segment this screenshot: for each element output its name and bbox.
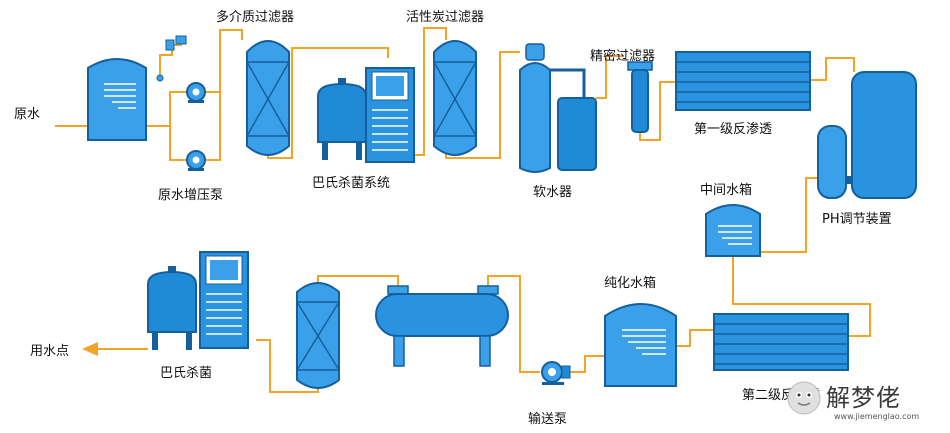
transfer-pump	[541, 361, 571, 385]
raw-water-pump-bottom	[186, 150, 206, 171]
precision-filter	[627, 61, 653, 133]
heat-exchanger	[375, 285, 509, 367]
pure-water-tank	[604, 303, 677, 387]
label-pure-water-tank: 纯化水箱	[604, 276, 657, 291]
label-activated-carbon-filter: 活性炭过滤器	[406, 10, 485, 25]
water-softener	[519, 43, 597, 173]
bottom-filter	[296, 282, 340, 389]
label-transfer-pump: 输送泵	[528, 412, 568, 427]
multimedia-filter	[246, 40, 290, 156]
label-pasteurization: 巴氏杀菌	[160, 366, 213, 381]
intermediate-tank	[705, 204, 761, 257]
pipes	[55, 27, 871, 393]
ro-stage-1	[675, 51, 811, 111]
label-pasteurization-system: 巴氏杀菌系统	[312, 176, 391, 191]
ph-adjust-unit	[817, 71, 917, 199]
label-precision-filter: 精密过滤器	[590, 49, 656, 64]
pasteurization-unit	[147, 251, 249, 350]
label-point-of-use: 用水点	[30, 344, 70, 359]
raw-water-tank	[87, 58, 147, 141]
outflow-arrow	[82, 342, 148, 356]
label-raw-water-pump: 原水增压泵	[158, 188, 224, 203]
watermark-url: www.jiemenglao.com	[834, 412, 920, 421]
raw-water-pump-top	[186, 82, 206, 103]
label-ro-stage-1: 第一级反渗透	[694, 122, 773, 137]
label-water-softener: 软水器	[533, 185, 573, 200]
activated-carbon-filter	[433, 40, 477, 156]
label-ph-adjust: PH调节装置	[822, 212, 892, 227]
label-multimedia-filter: 多介质过滤器	[216, 10, 295, 25]
ro-stage-2	[713, 313, 849, 371]
watermark-logo-icon	[787, 381, 821, 415]
watermark-text: 解梦佬	[826, 384, 901, 412]
valve-icon	[156, 35, 187, 82]
label-intermediate-tank: 中间水箱	[700, 183, 753, 198]
watermark: 解梦佬 www.jiemenglao.com	[786, 376, 946, 431]
pasteurization-system	[317, 67, 415, 163]
label-raw-water: 原水	[14, 107, 41, 122]
